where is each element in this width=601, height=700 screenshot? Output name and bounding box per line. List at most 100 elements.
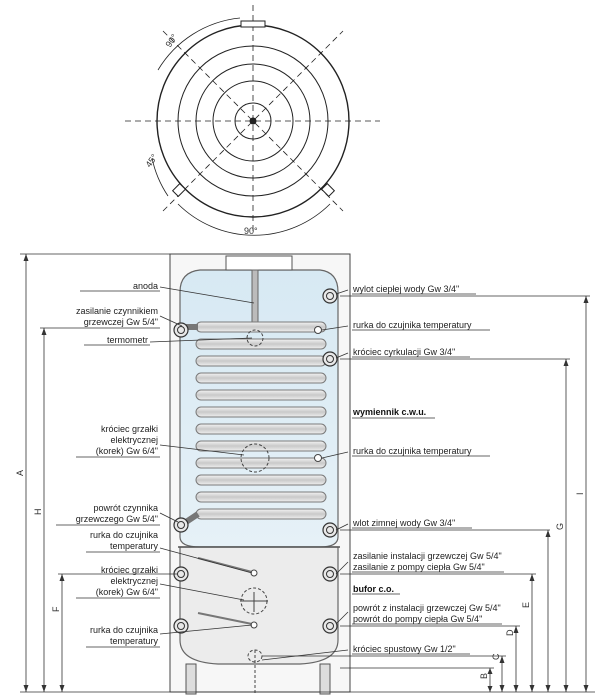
coil-turn bbox=[195, 355, 327, 367]
coil-return-nozzle bbox=[173, 517, 189, 533]
coil-turn bbox=[195, 423, 327, 435]
dim-label-c: C bbox=[491, 653, 501, 660]
leader-zasilanie-inst bbox=[335, 561, 349, 575]
sensor-tube-top bbox=[314, 326, 322, 334]
dim-label-f: F bbox=[51, 606, 61, 612]
label-grzalka-1b: elektrycznej bbox=[110, 435, 158, 445]
left-labels: anoda zasilanie czynnikiem grzewczej Gw … bbox=[76, 281, 159, 646]
arrow bbox=[59, 574, 65, 581]
leader-rurka-2 bbox=[159, 624, 253, 635]
arrow bbox=[487, 668, 493, 674]
right-labels: wylot ciepłej wody Gw 3/4" rurka do czuj… bbox=[352, 284, 502, 654]
circulation-nozzle bbox=[322, 351, 338, 367]
tank-leg-right bbox=[319, 663, 331, 695]
dimension-lines bbox=[20, 253, 595, 693]
label-grzalka-2b: elektrycznej bbox=[110, 576, 158, 586]
leader-wlot bbox=[335, 523, 349, 531]
label-zasilanie-inst: zasilanie instalacji grzewczej Gw 5/4" bbox=[353, 551, 502, 561]
arrow bbox=[487, 686, 493, 692]
arrow bbox=[499, 656, 505, 663]
top-view-ring-3 bbox=[212, 80, 294, 162]
leader-rurka-top bbox=[321, 325, 349, 331]
nozzle-ring bbox=[177, 622, 185, 630]
coil-supply-nozzle bbox=[173, 322, 189, 338]
arrow bbox=[23, 685, 29, 692]
coil-turn bbox=[195, 372, 327, 384]
angle-arc-top bbox=[157, 17, 241, 71]
nozzle-ring bbox=[326, 570, 334, 578]
arrow bbox=[563, 685, 569, 692]
top-view-nozzle-right bbox=[320, 182, 336, 198]
arrow bbox=[529, 685, 535, 692]
buffer-return-nozzle bbox=[322, 618, 338, 634]
label-wlot: wlot zimnej wody Gw 3/4" bbox=[352, 518, 455, 528]
cold-water-inlet bbox=[322, 522, 338, 538]
dim-label-g: G bbox=[555, 523, 565, 530]
arrow bbox=[583, 296, 589, 303]
label-wylot: wylot ciepłej wody Gw 3/4" bbox=[352, 284, 459, 294]
buffer-supply-nozzle bbox=[322, 566, 338, 582]
dim-label-i: I bbox=[575, 492, 585, 495]
top-view-nozzle-top bbox=[240, 20, 266, 28]
arrow bbox=[513, 685, 519, 692]
label-anoda: anoda bbox=[133, 281, 158, 291]
label-grzalka-1c: (korek) Gw 6/4" bbox=[96, 446, 158, 456]
leader-grzalka-1 bbox=[159, 444, 245, 456]
label-zasilanie-1: zasilanie czynnikiem bbox=[76, 306, 158, 316]
leader-cyrkulacja bbox=[335, 352, 349, 359]
arrow bbox=[545, 685, 551, 692]
arrow bbox=[59, 685, 65, 692]
leader-lines bbox=[56, 286, 504, 661]
leader-anoda bbox=[159, 286, 255, 304]
arrow bbox=[563, 359, 569, 366]
thermometer-marker bbox=[246, 329, 264, 347]
arrow bbox=[545, 530, 551, 537]
dim-label-h: H bbox=[33, 509, 43, 516]
leader-zasilanie bbox=[159, 315, 183, 327]
tank-top-cover bbox=[225, 255, 293, 271]
leader-grzalka-2 bbox=[159, 583, 245, 601]
top-view-nozzle-left bbox=[171, 182, 187, 198]
angle-arc-side bbox=[151, 157, 169, 197]
label-powrot-2: grzewczego Gw 5/4" bbox=[76, 514, 158, 524]
label-rurka-top: rurka do czujnika temperatury bbox=[353, 320, 472, 330]
coil-turn bbox=[195, 508, 327, 520]
dim-label-a: A bbox=[15, 470, 25, 476]
arrow bbox=[41, 328, 47, 335]
label-spustowy: króciec spustowy Gw 1/2" bbox=[353, 644, 456, 654]
coil-turn bbox=[195, 457, 327, 469]
arrow bbox=[513, 626, 519, 633]
hot-water-outlet bbox=[322, 288, 338, 304]
top-view bbox=[125, 5, 380, 236]
label-powrot-inst: powrót z instalacji grzewczej Gw 5/4" bbox=[353, 603, 501, 613]
label-zasilanie-pompy: zasilanie z pompy ciepła Gw 5/4" bbox=[353, 562, 485, 572]
leader-rurka-1 bbox=[159, 547, 253, 574]
arrow bbox=[23, 254, 29, 261]
label-bufor: bufor c.o. bbox=[353, 584, 394, 594]
nozzle-ring bbox=[326, 526, 334, 534]
arrow bbox=[41, 685, 47, 692]
arrow bbox=[529, 574, 535, 581]
nozzle-ring bbox=[326, 292, 334, 300]
coil-turn bbox=[195, 321, 327, 333]
leader-powrot bbox=[159, 512, 179, 523]
dimension-arrows bbox=[23, 254, 589, 692]
nozzle-ring bbox=[326, 355, 334, 363]
angle-label-side: 45° bbox=[143, 152, 159, 169]
label-rurka-1b: temperatury bbox=[110, 541, 159, 551]
coil-turn bbox=[195, 406, 327, 418]
label-grzalka-2c: (korek) Gw 6/4" bbox=[96, 587, 158, 597]
leader-powrot-inst bbox=[335, 611, 349, 625]
buffer-sensor-tube-lower bbox=[197, 612, 253, 625]
angle-label-bottom: 90° bbox=[244, 226, 258, 236]
label-zasilanie-2: grzewczej Gw 5/4" bbox=[84, 317, 158, 327]
top-view-axis-diag-1 bbox=[162, 30, 344, 212]
nozzle-ring bbox=[177, 326, 185, 334]
tank-leg-left bbox=[185, 663, 197, 695]
label-wymiennik: wymiennik c.w.u. bbox=[352, 407, 426, 417]
label-rurka-1a: rurka do czujnika bbox=[90, 530, 158, 540]
buffer-sensor-tube-upper bbox=[197, 557, 253, 573]
label-termometr: termometr bbox=[107, 335, 148, 345]
heater-port-upper-marker bbox=[240, 443, 270, 473]
